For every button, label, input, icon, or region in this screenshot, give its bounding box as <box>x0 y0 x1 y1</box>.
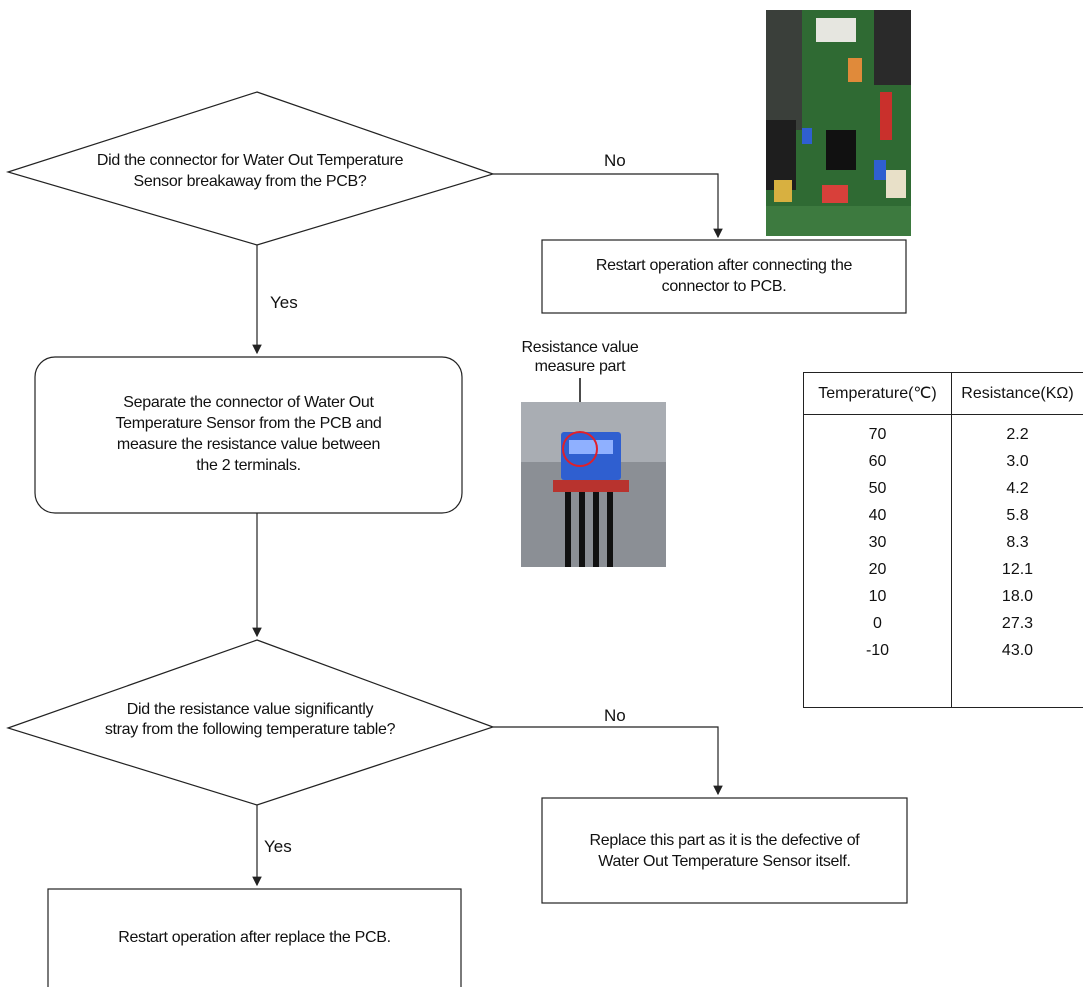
decision1-text: Did the connector for Water Out Temperat… <box>40 150 460 192</box>
temp-cell: -10 <box>865 642 890 659</box>
restart-connect-line1: Restart operation after connecting the <box>595 257 853 274</box>
restart-connect-line2: connector to PCB. <box>661 278 787 295</box>
replace-pcb-box <box>47 888 462 987</box>
pcb-trace-area <box>766 206 911 236</box>
measure-process-box <box>34 356 463 514</box>
res-cell: 4.2 <box>1006 480 1029 497</box>
pcb-relay-block <box>766 10 802 130</box>
res-cell: 18.0 <box>1001 588 1034 605</box>
res-cell: 12.1 <box>1001 561 1034 578</box>
temp-cell: 40 <box>868 507 887 524</box>
replace-sensor-line2: Water Out Temperature Sensor itself. <box>598 853 851 870</box>
yes1-label: Yes <box>270 293 298 312</box>
connector-wire-3 <box>593 492 599 567</box>
decision1-line2: Sensor breakaway from the PCB? <box>133 173 367 190</box>
replace-pcb-line1: Restart operation after replace the PCB. <box>118 929 391 946</box>
photo-label: Resistance value measure part <box>495 338 665 376</box>
pcb-terminal-strip <box>874 10 911 85</box>
photo-label-line1: Resistance value <box>521 339 639 356</box>
temperature-resistance-table: Temperature(℃) Resistance(KΩ) 70 2.2 60 … <box>803 372 1083 708</box>
measure-line1: Separate the connector of Water Out <box>123 394 374 411</box>
res-cell: 3.0 <box>1006 453 1029 470</box>
replace-pcb-text: Restart operation after replace the PCB. <box>48 927 461 948</box>
header-temperature: Temperature(℃) <box>818 385 937 402</box>
photo-label-line2: measure part <box>534 358 626 375</box>
connector-photo <box>521 402 666 567</box>
connector-wire-2 <box>579 492 585 567</box>
temp-cell: 10 <box>868 588 887 605</box>
header-resistance: Resistance(KΩ) <box>961 385 1074 402</box>
no1-label: No <box>604 151 626 170</box>
res-cell: 43.0 <box>1001 642 1034 659</box>
measure-line3: measure the resistance value between <box>116 436 381 453</box>
temp-cell: 50 <box>868 480 887 497</box>
temp-cell: 60 <box>868 453 887 470</box>
temp-cell: 0 <box>873 615 882 632</box>
temp-cell: 70 <box>868 426 887 443</box>
table-header-row <box>804 373 1083 415</box>
pcb-white-connector <box>886 170 906 198</box>
no1-connector <box>493 173 723 239</box>
table-column-divider <box>951 373 952 707</box>
decision2-line2: stray from the following temperature tab… <box>104 721 396 738</box>
pcb-red-connector-2 <box>822 185 848 203</box>
res-cell: 2.2 <box>1006 426 1029 443</box>
restart-connect-box <box>541 239 907 314</box>
decision1-line1: Did the connector for Water Out Temperat… <box>96 152 404 169</box>
res-cell: 5.8 <box>1006 507 1029 524</box>
pcb-ic-chip <box>826 130 856 170</box>
pcb-orange-relay <box>848 58 862 82</box>
res-cell: 27.3 <box>1001 615 1034 632</box>
replace-sensor-line1: Replace this part as it is the defective… <box>589 832 860 849</box>
measure-process-text: Separate the connector of Water Out Temp… <box>35 392 462 476</box>
yes2-label: Yes <box>264 837 292 856</box>
restart-connect-text: Restart operation after connecting the c… <box>542 255 906 297</box>
pcb-blue-connector <box>802 128 812 144</box>
replace-sensor-box <box>541 797 908 904</box>
temp-cell: 20 <box>868 561 887 578</box>
pcb-yellow-connector <box>774 180 792 202</box>
pcb-white-component <box>816 18 856 42</box>
pcb-red-connector <box>880 92 892 140</box>
replace-sensor-text: Replace this part as it is the defective… <box>542 830 907 872</box>
measure-line4: the 2 terminals. <box>196 457 301 474</box>
connector-wire-1 <box>565 492 571 567</box>
no2-connector <box>493 726 723 796</box>
pcb-blue-connector-2 <box>874 160 886 180</box>
connector-red-base <box>553 480 629 492</box>
temp-cell: 30 <box>868 534 887 551</box>
res-cell: 8.3 <box>1006 534 1029 551</box>
decision2-text: Did the resistance value significantly s… <box>40 700 460 740</box>
pcb-dark-component <box>766 120 796 190</box>
decision2-line1: Did the resistance value significantly <box>126 701 374 718</box>
measure-line2: Temperature Sensor from the PCB and <box>115 415 382 432</box>
no2-label: No <box>604 706 626 725</box>
measure-marker-circle <box>562 431 598 467</box>
pcb-photo <box>766 10 911 236</box>
connector-wire-4 <box>607 492 613 567</box>
